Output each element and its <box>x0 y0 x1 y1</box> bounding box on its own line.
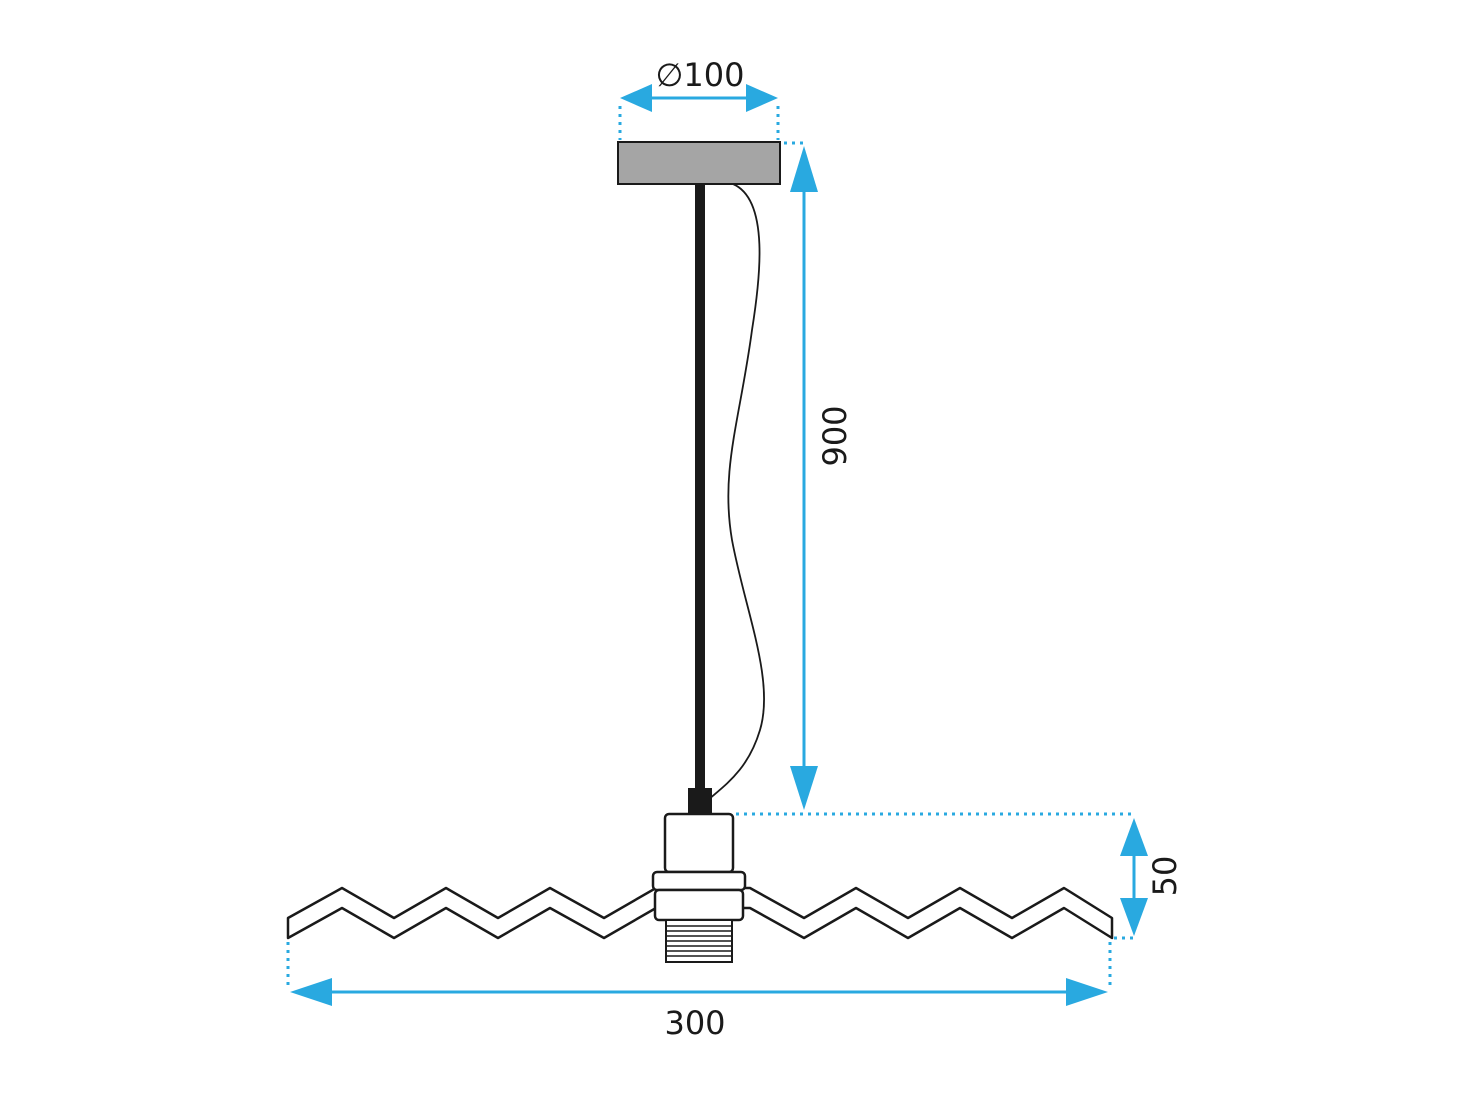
socket-body <box>663 812 735 874</box>
suspension-cable <box>695 184 705 792</box>
canopy-diameter-dimension: ∅100 <box>618 56 780 140</box>
socket-thread <box>665 919 733 963</box>
shade-height-label: 50 <box>1146 856 1184 897</box>
cable-length-label: 900 <box>816 405 854 466</box>
cable-length-dimension: 900 <box>784 141 854 810</box>
ceiling-canopy <box>617 141 781 185</box>
socket-ring-inner <box>653 888 745 922</box>
canopy-diameter-label: ∅100 <box>656 56 745 94</box>
thin-cable <box>707 183 765 801</box>
shade-height-dimension: 50 <box>736 812 1184 940</box>
shade-width-dimension: 300 <box>286 942 1112 1042</box>
cable-grip <box>688 788 712 814</box>
socket-ring-outer <box>651 870 747 892</box>
shade-width-label: 300 <box>664 1004 725 1042</box>
wavy-shade <box>286 886 1114 940</box>
